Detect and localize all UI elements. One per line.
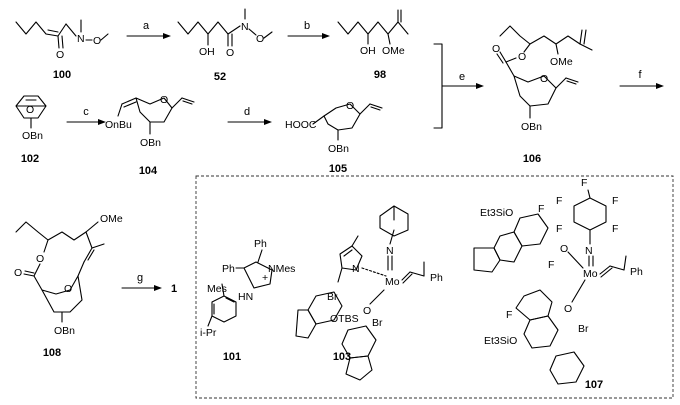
compound-number: 52: [214, 71, 226, 83]
compound-107: F F F F F N Mo Ph O O Et3SiO F F F Et3Si…: [473, 177, 643, 391]
compound-number: 103: [333, 351, 351, 363]
atom-label: NMes: [268, 263, 295, 275]
atom-label: O: [492, 43, 500, 55]
reagent-label: f: [638, 69, 642, 81]
atom-label: O: [160, 94, 168, 106]
compound-number: 104: [139, 165, 158, 177]
atom-label: O: [346, 100, 354, 112]
atom-label: O: [26, 104, 34, 116]
catalyst-box: [195, 175, 674, 399]
atom-label: Ph: [222, 263, 235, 275]
atom-label: OH: [360, 45, 376, 57]
atom-label: N: [241, 21, 249, 33]
atom-label: Et3SiO: [484, 335, 517, 347]
atom-label: O: [64, 283, 72, 295]
compound-103: N Mo N Ph O Br OTBS Br 103: [295, 205, 443, 381]
atom-label: Mo: [385, 276, 400, 288]
reagent-label: d: [244, 106, 250, 118]
arrow-b: b: [287, 20, 330, 39]
atom-label: Ph: [254, 238, 267, 250]
atom-label: F: [581, 177, 587, 189]
atom-label: OBn: [22, 130, 43, 142]
compound-108: OMe O O O OBn 108: [14, 213, 123, 359]
reagent-label: b: [304, 20, 310, 32]
atom-label: OnBu: [105, 119, 132, 131]
compound-101: Ph Ph NMes HN + Mes i-Pr 101: [200, 238, 295, 363]
arrow-g: g 1: [121, 272, 177, 295]
compound-104: OnBu O OBn 104: [105, 94, 195, 177]
atom-label: i-Pr: [200, 327, 217, 339]
atom-label: OBn: [328, 143, 349, 155]
atom-label: Br: [327, 291, 338, 303]
atom-label: N: [386, 245, 394, 257]
compound-106: OMe O O O OBn 106: [492, 25, 593, 165]
atom-label: F: [556, 195, 562, 207]
compound-105: HOOC O OBn 105: [285, 100, 383, 175]
atom-label: OH: [199, 46, 215, 58]
atom-label: OBn: [140, 137, 161, 149]
arrow-f: f: [619, 69, 664, 89]
atom-label: OBn: [521, 121, 542, 133]
product-number: 1: [171, 283, 177, 295]
compound-number: 108: [43, 347, 61, 359]
atom-label: HN: [238, 291, 253, 303]
atom-label: HOOC: [285, 119, 317, 131]
atom-label: O: [93, 35, 101, 47]
atom-label: O: [256, 33, 264, 45]
atom-label: Mes: [207, 283, 227, 295]
atom-label: OMe: [550, 56, 573, 68]
atom-label: F: [538, 203, 544, 215]
compound-52: OH O N O 52: [177, 8, 273, 83]
compound-number: 106: [523, 153, 541, 165]
reagent-label: c: [83, 106, 89, 118]
atom-label: Br: [372, 317, 383, 329]
atom-label: O: [36, 253, 44, 265]
reagent-label: g: [137, 272, 143, 284]
compound-number: 105: [329, 163, 347, 175]
atom-label: OTBS: [330, 313, 359, 325]
atom-label: F: [556, 223, 562, 235]
compound-number: 107: [585, 379, 603, 391]
compound-98: OH OMe 98: [337, 9, 409, 81]
compound-100: O N O 100: [15, 19, 109, 81]
atom-label: O: [540, 73, 548, 85]
atom-label: OMe: [382, 45, 405, 57]
atom-label: F: [612, 223, 618, 235]
atom-label: N: [77, 33, 85, 45]
compound-102: O OBn 102: [15, 95, 47, 165]
atom-label: Et3SiO: [480, 207, 513, 219]
atom-label: F: [506, 309, 512, 321]
reagent-label: a: [143, 20, 150, 32]
atom-label: Br: [578, 323, 589, 335]
atom-label: O: [518, 51, 526, 63]
arrow-d: d: [227, 106, 272, 125]
atom-label: N: [585, 245, 593, 257]
atom-label: Mo: [583, 268, 598, 280]
atom-label: OMe: [100, 213, 123, 225]
atom-label: O: [56, 49, 64, 61]
compound-number: 101: [223, 351, 241, 363]
arrow-e: e: [433, 43, 484, 129]
compound-number: 100: [53, 69, 71, 81]
atom-label: O: [363, 305, 371, 317]
arrow-c: c: [66, 106, 106, 125]
arrow-a: a: [126, 20, 171, 39]
atom-label: F: [548, 259, 554, 271]
reagent-label: e: [459, 71, 465, 83]
atom-label: Ph: [630, 266, 643, 278]
atom-label: OBn: [54, 325, 75, 337]
atom-label: N: [352, 263, 360, 275]
atom-label: O: [564, 303, 572, 315]
atom-label: F: [612, 195, 618, 207]
atom-label: O: [14, 267, 22, 279]
charge-label: +: [262, 272, 268, 284]
atom-label: O: [560, 243, 568, 255]
atom-label: O: [226, 47, 234, 59]
atom-label: Ph: [430, 272, 443, 284]
compound-number: 102: [21, 153, 39, 165]
compound-number: 98: [374, 69, 386, 81]
